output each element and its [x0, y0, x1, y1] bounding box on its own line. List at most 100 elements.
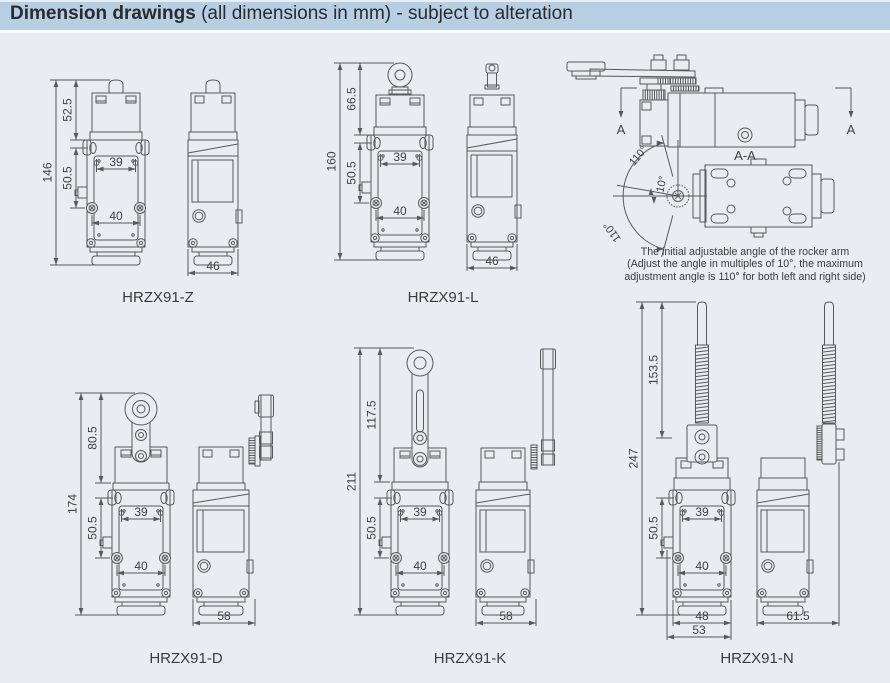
side-view-actuator — [467, 63, 517, 136]
switch-side-view-horizontal — [639, 77, 819, 148]
dim-label: 40 — [109, 209, 123, 223]
dim-label: 53 — [692, 623, 706, 637]
side-view-body — [187, 139, 243, 266]
rocker-angle-note: The initial adjustable angle of the rock… — [578, 246, 890, 283]
dim-label: 39 — [134, 505, 148, 519]
dim-label: 66.5 — [345, 87, 359, 111]
front-view-body — [358, 134, 434, 261]
dim-label: 50.5 — [61, 166, 75, 190]
front-view-actuator — [673, 301, 731, 491]
dim-label: 39 — [393, 150, 407, 164]
dimensions: 211 117.5 50.5 39 40 58 — [345, 347, 537, 626]
dim-label: 247 — [627, 448, 641, 468]
dim-label: 39 — [109, 155, 123, 169]
dim-horizontal: 58 — [193, 609, 255, 626]
dim-vertical: 50.5 — [647, 498, 665, 558]
figure-label-hrzx91-z: HRZX91-Z — [122, 289, 194, 306]
dim-label: 40 — [695, 559, 709, 573]
side-view-actuator — [478, 348, 556, 491]
dimensions: 174 80.5 50.5 39 40 58 — [66, 392, 256, 626]
side-view-body — [466, 134, 522, 261]
dim-label: 50.5 — [345, 161, 359, 185]
front-view-body — [378, 489, 454, 616]
note-line-1: The initial adjustable angle of the rock… — [640, 246, 850, 258]
dim-label: 50.5 — [86, 516, 100, 540]
figure-hrzx91-z-drawing: 146 52.5 50.5 39 40 46 — [41, 79, 243, 276]
page-title: Dimension drawings (all dimensions in mm… — [10, 3, 573, 25]
figure-hrzx91-l-drawing: 160 66.5 50.5 39 40 46 — [325, 62, 522, 271]
section-a-a-top-view — [666, 158, 835, 238]
page-title-rest: (all dimensions in mm) - subject to alte… — [195, 3, 573, 24]
dim-label: 39 — [413, 505, 427, 519]
dim-label: 80.5 — [86, 426, 100, 450]
front-view-actuator — [373, 62, 427, 136]
dim-horizontal: 40 — [376, 204, 424, 221]
dim-vertical: 50.5 — [61, 148, 79, 208]
side-view-actuator — [758, 301, 845, 491]
dim-vertical: 117.5 — [365, 348, 383, 482]
dim-label: 146 — [41, 162, 55, 182]
dim-horizontal: 53 — [667, 623, 731, 640]
dim-label: 48 — [695, 609, 709, 623]
dim-horizontal: 40 — [117, 559, 165, 576]
dim-label: 58 — [499, 609, 513, 623]
dim-horizontal: 39 — [96, 155, 136, 172]
figure-hrzx91-d-drawing: 174 80.5 50.5 39 40 58 — [66, 392, 274, 626]
dim-horizontal: 46 — [467, 254, 517, 271]
dim-vertical: 50.5 — [365, 498, 383, 558]
dim-vertical: 50.5 — [86, 498, 104, 558]
side-view-actuator — [188, 79, 238, 141]
dim-horizontal: 46 — [188, 259, 238, 276]
dim-vertical: 66.5 — [345, 63, 363, 135]
dim-label: A — [617, 122, 626, 137]
dim-label: 211 — [345, 472, 359, 491]
front-view-actuator — [89, 79, 143, 141]
dim-vertical: 160 — [325, 63, 343, 260]
page-title-bold: Dimension drawings — [10, 3, 196, 24]
dim-label: 58 — [217, 609, 231, 623]
dim-horizontal: 61.5 — [757, 609, 839, 626]
dim-label: 46 — [206, 259, 220, 273]
dim-label: 52.5 — [61, 98, 75, 122]
dimensions: 160 66.5 50.5 39 40 46 — [325, 62, 518, 271]
dim-label: 117.5 — [365, 400, 379, 429]
dim-vertical: 80.5 — [86, 393, 104, 483]
dim-vertical: 153.5 — [647, 302, 665, 438]
dim-label: 39 — [695, 505, 709, 519]
rocker-arm-assembly — [566, 54, 700, 92]
dim-label: 61.5 — [786, 609, 810, 623]
dim-label: 110° — [601, 219, 623, 244]
front-view-actuator — [391, 349, 449, 491]
angle-fan: 110°110°10° — [601, 135, 707, 257]
figure-label-hrzx91-k: HRZX91-K — [433, 650, 507, 667]
dim-horizontal: 39 — [121, 505, 161, 522]
figure-label-hrzx91-l: HRZX91-L — [407, 289, 479, 306]
dim-horizontal: 40 — [396, 559, 444, 576]
dim-label: 50.5 — [365, 516, 379, 540]
dim-label: 174 — [66, 494, 80, 514]
dim-vertical: 52.5 — [61, 80, 79, 140]
dim-horizontal: 40 — [92, 209, 140, 226]
dim-label: 160 — [325, 151, 339, 171]
dim-label: 50.5 — [647, 516, 661, 540]
front-view-body — [74, 139, 150, 266]
dim-vertical: 174 — [66, 393, 84, 615]
dim-vertical: 211 — [345, 348, 363, 615]
dim-horizontal: 39 — [380, 150, 420, 167]
dim-horizontal: 39 — [400, 505, 440, 522]
dim-label: 153.5 — [647, 355, 661, 385]
side-view-body — [475, 489, 535, 616]
front-view-actuator — [112, 392, 170, 491]
dim-label: 110° — [627, 144, 650, 169]
dim-label: 40 — [393, 204, 407, 218]
dim-horizontal: 40 — [678, 559, 726, 576]
dim-label: 40 — [134, 559, 148, 573]
figure-label-hrzx91-n: HRZX91-N — [720, 650, 794, 667]
header-bar: Dimension drawings (all dimensions in mm… — [0, 2, 890, 33]
dim-label: A — [847, 122, 856, 137]
dim-label: 46 — [485, 254, 499, 268]
dim-horizontal: 39 — [682, 505, 722, 522]
